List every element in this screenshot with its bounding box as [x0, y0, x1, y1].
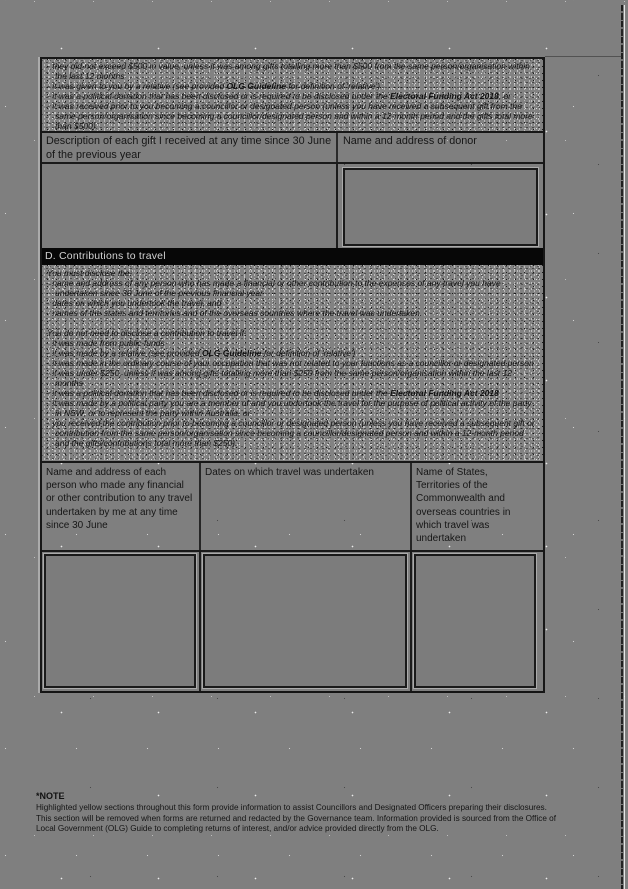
gift-donor-cell-wrap: [338, 164, 541, 248]
travel-destinations-cell[interactable]: [414, 554, 536, 688]
section-d-title-bar: D. Contributions to travel: [42, 248, 543, 265]
travel-contributor-header: Name and address of each person who made…: [42, 463, 201, 550]
gifts-table-header: Description of each gift I received at a…: [42, 133, 543, 164]
note-body: Highlighted yellow sections throughout t…: [36, 803, 557, 834]
guidance-item: dates on which you undertook the travel,…: [47, 298, 538, 308]
travel-exempt-list: it was made from public fundsit was made…: [47, 338, 538, 448]
travel-destinations-header: Name of States, Territories of the Commo…: [416, 467, 511, 545]
guidance-item: it was given to you by a relative (see p…: [47, 81, 538, 91]
guidance-item: name and address of any person who has m…: [47, 278, 538, 298]
gifts-guidance-block: they did not exceed $500 in value, unles…: [42, 57, 543, 133]
gifts-guidance-list: they did not exceed $500 in value, unles…: [42, 59, 543, 134]
guidance-item: names of the states and territories and …: [47, 308, 538, 318]
guidance-item: it was under $250, unless it was among g…: [47, 368, 538, 388]
travel-contributor-cell[interactable]: [44, 554, 196, 688]
scan-edge-artifact: [621, 5, 623, 889]
gift-description-cell[interactable]: [42, 164, 338, 248]
guidance-item: it was made in the ordinary course of yo…: [47, 358, 538, 368]
guidance-item: it was made from public funds: [47, 338, 538, 348]
travel-table-header: Name and address of each person who made…: [42, 463, 543, 552]
travel-dates-cell-wrap: [201, 552, 412, 691]
guidance-item: it was made by a political party you are…: [47, 398, 538, 418]
gift-description-header: Description of each gift I received at a…: [42, 133, 338, 162]
travel-must-disclose-intro: You must disclose the:: [47, 268, 133, 278]
gift-donor-header: Name and address of donor: [343, 135, 477, 147]
travel-contributor-cell-wrap: [42, 552, 201, 691]
guidance-item: it was received prior to you becoming a …: [47, 101, 538, 131]
gift-donor-cell[interactable]: [343, 168, 538, 246]
travel-guidance-block: You must disclose the: name and address …: [42, 265, 543, 463]
travel-table-body: [42, 552, 543, 693]
guidance-item: you received the contribution prior to b…: [47, 418, 538, 448]
guidance-item: they did not exceed $500 in value, unles…: [47, 61, 538, 81]
scan-edge-highlight: [624, 5, 625, 889]
guidance-item: it was a political donation that has bee…: [47, 388, 538, 398]
guidance-item: it was a political donation that has bee…: [47, 91, 538, 101]
return-of-interests-form: they did not exceed $500 in value, unles…: [40, 57, 545, 693]
travel-guidance-text: You must disclose the: name and address …: [42, 265, 543, 451]
note-section: *NOTE Highlighted yellow sections throug…: [36, 791, 564, 835]
note-title: *NOTE: [36, 791, 65, 801]
travel-dates-header: Dates on which travel was undertaken: [201, 463, 412, 550]
travel-destinations-cell-wrap: [412, 552, 539, 691]
travel-dates-cell[interactable]: [203, 554, 407, 688]
gifts-table-body: [42, 164, 543, 248]
travel-exempt-intro: You do not need to disclose a contributi…: [47, 328, 247, 338]
guidance-item: it was made by a relative (see provided …: [47, 348, 538, 358]
scan-streak: [545, 56, 622, 57]
travel-must-disclose-list: name and address of any person who has m…: [47, 278, 538, 318]
